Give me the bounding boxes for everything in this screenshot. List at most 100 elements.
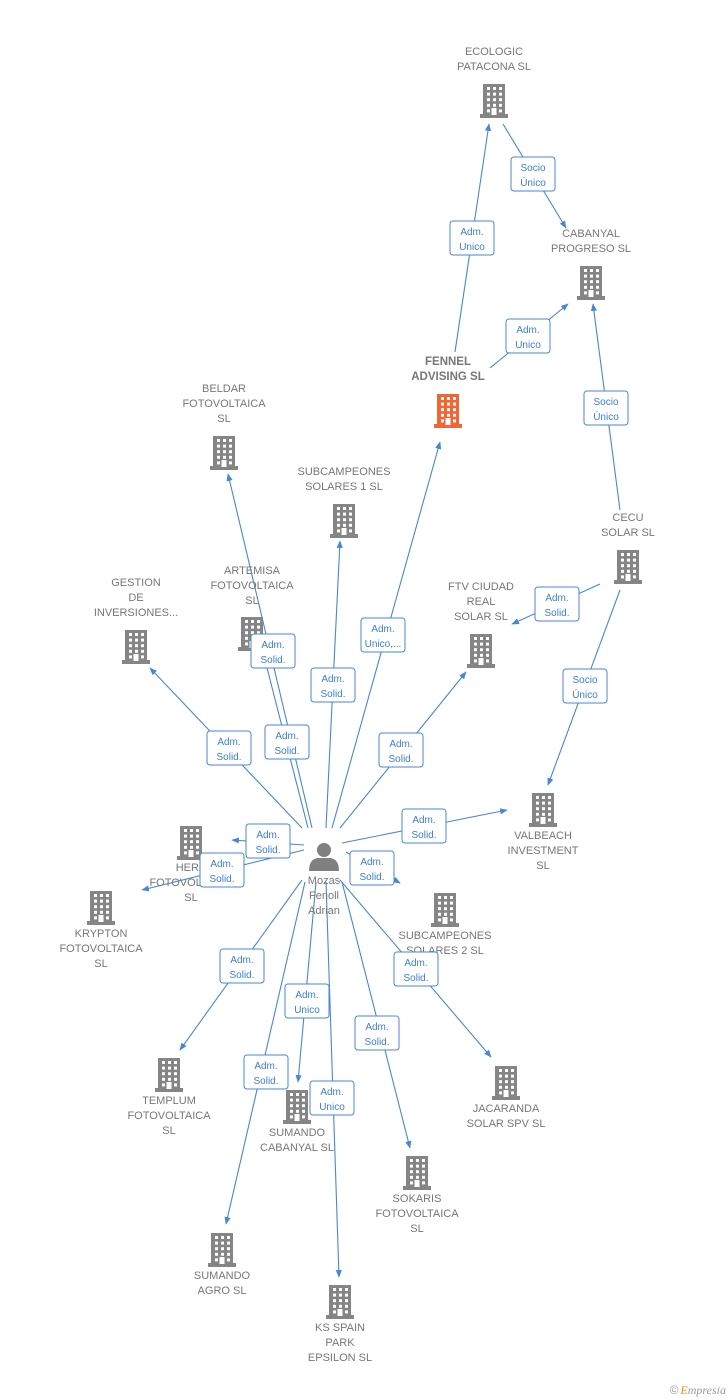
edge-label-line: Adm. [320,1087,343,1098]
edge-label-mozas-to-beldar[interactable]: Adm.Solid. [250,633,296,669]
empresia-credit[interactable]: ©Empresia [670,1383,726,1398]
node-label-line: INVESTMENT [508,845,579,857]
node-gestion[interactable]: GESTIONDEINVERSIONES... [94,577,178,664]
edge-label-line: Unico [459,242,485,253]
building-icon [467,634,495,668]
edge-label-box [562,668,608,704]
edge-label-line: Adm. [545,593,568,604]
building-icon [283,1090,311,1124]
edge-label-line: Adm. [360,857,383,868]
node-label-line: SL [184,892,197,904]
node-label-line: PROGRESO SL [551,243,631,255]
edge-label-line: Solid. [359,872,384,883]
node-label-line: VALBEACH [514,830,572,842]
node-label-line: PATACONA SL [457,61,531,73]
edge-label-mozas-to-krypton[interactable]: Adm.Solid. [199,852,245,888]
edge-label-mozas-to-subcamp1[interactable]: Adm. Solid. [310,667,356,703]
node-label-line: SL [410,1223,423,1235]
edge-label-line: Solid. [411,830,436,841]
edge-label-mozas-to-sokaris[interactable]: Adm.Solid. [354,1015,400,1051]
edge-label-mozas-to-sumagro[interactable]: Adm.Solid. [243,1054,289,1090]
edge-label-line: Adm. [389,739,412,750]
edge-label-box [206,730,252,766]
edge-label-mozas-to-ks[interactable]: Adm. Unico [309,1080,355,1116]
building-icon [210,436,238,470]
node-label-line: Fenoll [309,890,339,902]
edge-label-line: Socio [572,675,597,686]
node-label-line: CABANYAL SL [260,1142,334,1154]
node-label-line: FOTOVOLTAICA [375,1208,459,1220]
edge-label-box [505,318,551,354]
edge-label-mozas-to-gestion[interactable]: Adm.Solid. [206,730,252,766]
node-label-line: ADVISING SL [411,371,484,383]
edge-label-box [378,732,424,768]
node-label-line: HERA [176,862,207,874]
node-label-line: FOTOVOLTAICA [182,398,266,410]
edge-label-mozas-to-sumcab[interactable]: Adm.Unico [284,983,330,1019]
edge-label-mozas-to-fennel[interactable]: Adm.Unico,... [360,617,406,653]
edge-label-line: Solid. [274,746,299,757]
edge-label-line: Socio [593,397,618,408]
edge-label-line: Solid. [403,973,428,984]
edge-label-line: Adm. [412,815,435,826]
edge-label-mozas-to-ftv[interactable]: Adm.Solid. [378,732,424,768]
node-label-line: KS SPAIN [315,1322,365,1334]
edge-label-cecu-to-ftv[interactable]: Adm. Solid. [534,586,580,622]
edge-label-line: Solid. [364,1037,389,1048]
edge-label-line: Adm. [460,227,483,238]
edge-label-line: Adm. [256,830,279,841]
edge-label-line: Adm. [321,674,344,685]
edge-label-box [534,586,580,622]
node-label-line: GESTION [111,577,161,589]
edge-label-box [245,823,291,859]
edge-label-mozas-to-jacaranda[interactable]: Adm.Solid. [393,951,439,987]
edge-label-box [349,850,395,886]
edge-label-box [449,220,495,256]
building-icon [577,266,605,300]
edge-label-fennel-to-cabanyal[interactable]: Adm.Unico [505,318,551,354]
edge-label-mozas-to-subcamp2[interactable]: Adm. Solid. [349,850,395,886]
building-icon [614,550,642,584]
edge-label-box [401,808,447,844]
edge-label-fennel-to-ecologic[interactable]: Adm. Unico [449,220,495,256]
edge-label-mozas-to-hera[interactable]: Adm.Solid. [245,823,291,859]
edge-label-line: Solid. [320,689,345,700]
edge-label-line: Solid. [544,608,569,619]
building-icon [155,1058,183,1092]
edges-layer [141,123,621,1278]
edge-label-line: Único [572,688,598,701]
edge-label-mozas-to-valbeach[interactable]: Adm. Solid. [401,808,447,844]
building-icon [208,1233,236,1267]
edge-label-box [360,617,406,653]
edge-labels-layer: Adm.UnicoSocioÚnicoAdm.UnicoSocioÚnicoAd… [199,156,629,1116]
edge-label-mozas-to-artemisa[interactable]: Adm.Solid. [264,724,310,760]
node-label-line: SL [217,413,230,425]
edge-label-line: Unico [515,340,541,351]
edge-label-line: Único [520,176,546,189]
edge-label-mozas-to-templum[interactable]: Adm.Solid. [219,948,265,984]
node-label-line: REAL [467,596,496,608]
node-label-line: DE [128,592,143,604]
edge-label-line: Unico [319,1102,345,1113]
